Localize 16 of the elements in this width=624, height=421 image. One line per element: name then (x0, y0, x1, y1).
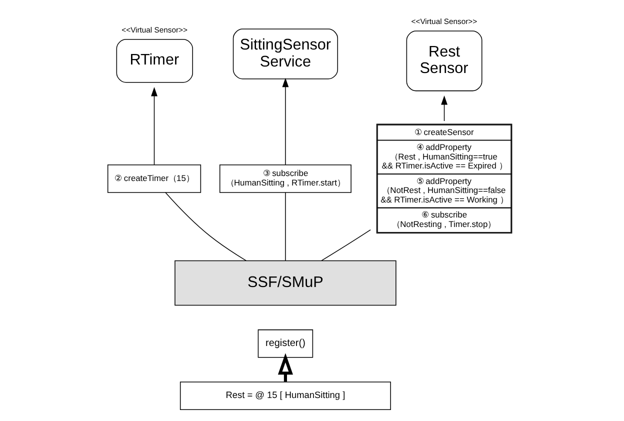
node-box: Rest Sensor (406, 30, 482, 92)
connector (164, 192, 246, 262)
connector (320, 229, 370, 261)
node-box: SittingSensor Service (232, 28, 338, 80)
node-box: register() (257, 329, 313, 358)
node-box: ② createTimer（15） (106, 164, 201, 193)
node-box: RTimer (116, 39, 192, 83)
node-label: <<Virtual Sensor>> (121, 26, 187, 34)
node-box: ③ subscribe （HumanSitting , RTimer.start） (218, 164, 351, 193)
arrow (150, 87, 157, 166)
arrow (440, 96, 447, 122)
arrow (282, 78, 288, 166)
node-box: Rest = @ 15 [ HumanSitting ] (179, 382, 390, 410)
node-label: <<Virtual Sensor>> (410, 17, 477, 26)
node-box: SSF/SMuP (174, 260, 396, 306)
connector (284, 192, 286, 262)
